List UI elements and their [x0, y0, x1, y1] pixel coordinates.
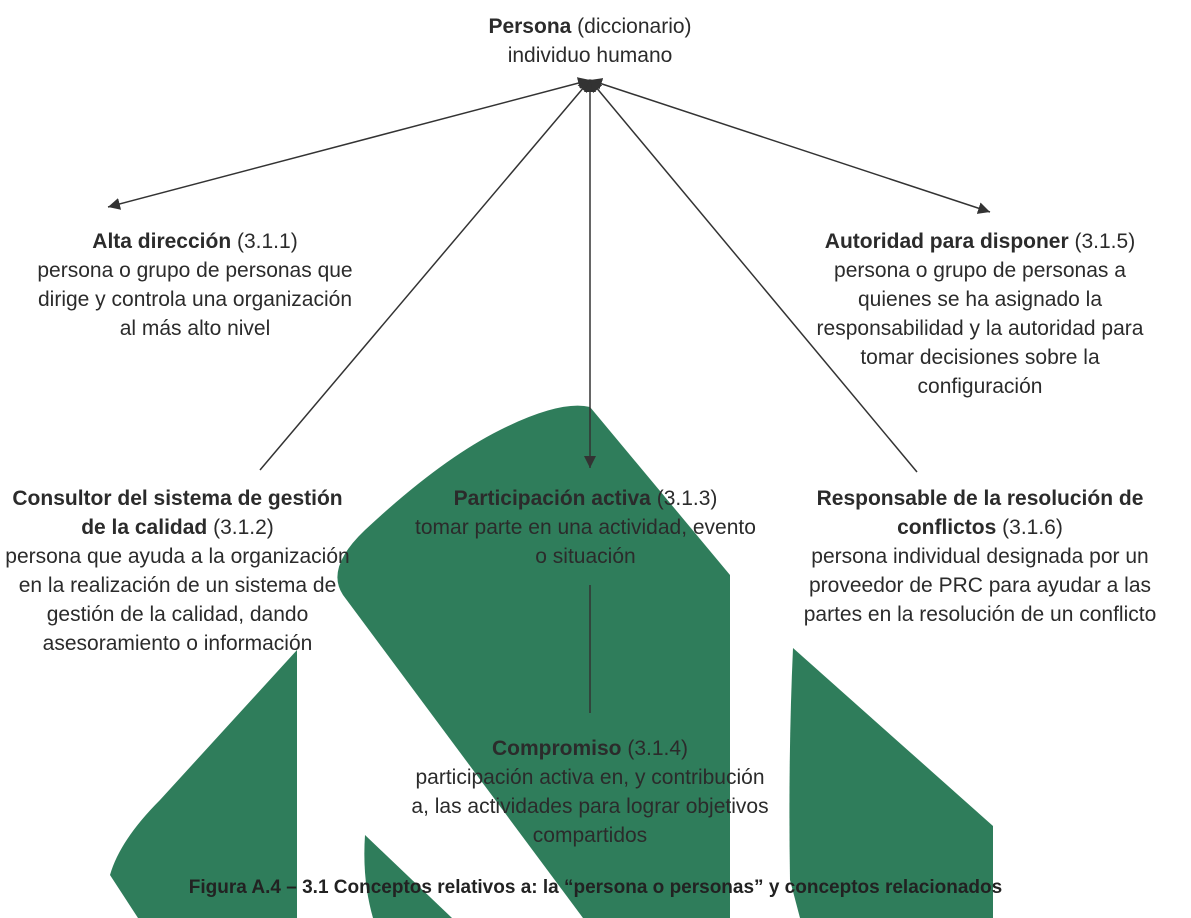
concept-ref: (3.1.5) [1074, 230, 1136, 253]
connector-autoridad [589, 78, 991, 214]
concept-responsable-resolucion: Responsable de la resolución de conflict… [785, 484, 1175, 629]
concept-definition: persona o grupo de personas que dirige y… [37, 259, 353, 340]
watermark-shape-right [789, 648, 993, 918]
concept-qualifier: (diccionario) [577, 15, 692, 38]
concept-ref: (3.1.1) [237, 230, 298, 253]
concept-definition: persona individual designada por un prov… [803, 545, 1157, 626]
concept-term: Participación activa [453, 487, 651, 510]
concept-definition: tomar parte en una actividad, evento o s… [415, 516, 756, 568]
watermark-shape-left [110, 650, 297, 918]
concept-compromiso: Compromiso (3.1.4) participación activa … [405, 734, 775, 850]
concept-term: Persona [488, 15, 572, 38]
concept-definition: participación activa en, y contribución … [411, 766, 769, 847]
concept-term: Compromiso [491, 737, 622, 760]
watermark-shape-center [337, 405, 730, 918]
concept-persona: Persona (diccionario) individuo humano [390, 12, 790, 70]
connector-consultor [259, 79, 591, 471]
connector-alta-direccion [107, 77, 591, 210]
connector-responsable [589, 79, 918, 473]
concept-definition: individuo humano [507, 44, 673, 67]
concept-term: Consultor del sistema de gestión de la c… [12, 487, 343, 539]
concept-autoridad-para-disponer: Autoridad para disponer (3.1.5) persona … [805, 227, 1155, 401]
concept-participacion-activa: Participación activa (3.1.3) tomar parte… [408, 484, 763, 571]
concept-term: Responsable de la resolución de conflict… [816, 487, 1144, 539]
concept-term: Autoridad para disponer [824, 230, 1069, 253]
concept-definition: persona que ayuda a la organización en l… [5, 545, 350, 655]
concept-alta-direccion: Alta dirección (3.1.1) persona o grupo d… [35, 227, 355, 343]
concept-ref: (3.1.3) [656, 487, 718, 510]
concept-definition: persona o grupo de personas a quienes se… [816, 259, 1144, 398]
concept-consultor-sgc: Consultor del sistema de gestión de la c… [5, 484, 350, 658]
concept-term: Alta dirección [92, 230, 232, 253]
concept-ref: (3.1.2) [213, 516, 274, 539]
figure-caption: Figura A.4 – 3.1 Conceptos relativos a: … [188, 877, 1003, 898]
watermark-shape-bottom [364, 835, 452, 918]
concept-ref: (3.1.6) [1002, 516, 1063, 539]
concept-ref: (3.1.4) [627, 737, 689, 760]
